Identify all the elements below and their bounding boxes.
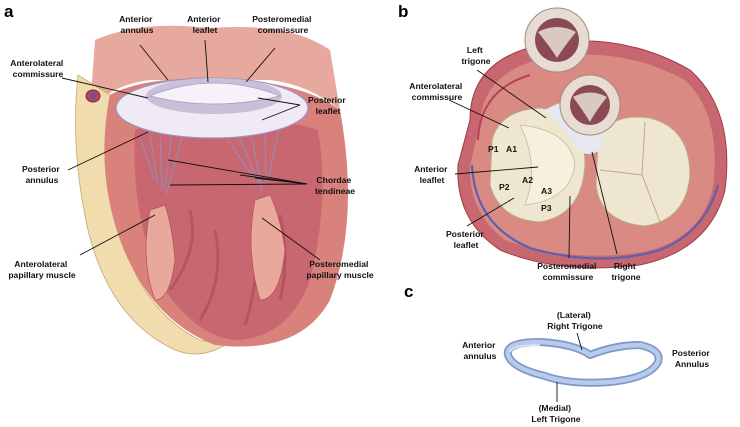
label-a-anterolateral-papillary-muscle: Anterolateral papillary muscle — [8, 259, 76, 280]
panel-letter-c: c — [404, 282, 413, 301]
panel-a: a — [4, 2, 374, 355]
panel-b: b P1 A1 A2 P2 — [398, 2, 728, 282]
panel-letter-a: a — [4, 2, 14, 21]
label-b-left-trigone: Left trigone — [461, 45, 490, 66]
coronary-sinus-ring — [477, 74, 531, 141]
label-a-posteromedial-commissure: Posteromedial commissure — [252, 14, 314, 35]
label-c-lateral-right-trigone: (Lateral) Right Trigone — [547, 310, 603, 331]
label-b-posterior-leaflet: Posterior leaflet — [446, 229, 486, 250]
label-b-posteromedial-commissure: Posteromedial commissure — [537, 261, 599, 282]
segment-a1: A1 — [506, 144, 517, 154]
segment-p1: P1 — [488, 144, 499, 154]
mitral-anterior-leaflet-b — [519, 124, 576, 206]
trabeculae — [168, 209, 287, 326]
panel-c: c (Lateral) Right Trigone Anterior annul… — [404, 282, 712, 424]
label-a-anterior-leaflet: Anterior leaflet — [187, 14, 223, 35]
label-b-anterolateral-commissure: Anterolateral commissure — [409, 81, 464, 102]
label-c-medial-left-trigone: (Medial) Left Trigone — [531, 403, 580, 424]
label-c-posterior-annulus: Posterior Annulus — [672, 348, 712, 369]
tricuspid-valve-b — [595, 116, 691, 227]
annulus-ring-c — [503, 338, 663, 387]
segment-p2: P2 — [499, 182, 510, 192]
left-atrium-tissue — [90, 25, 340, 110]
panel-a-leader-lines — [61, 39, 321, 261]
label-a-chordae-tendineae: Chordae tendineae — [315, 175, 355, 196]
label-a-posterior-leaflet: Posterior leaflet — [308, 95, 348, 116]
panel-b-illustration — [457, 7, 728, 269]
segment-a2: A2 — [522, 175, 533, 185]
panel-b-leader-lines — [448, 69, 618, 259]
label-a-anterolateral-commissure: Anterolateral commissure — [10, 58, 65, 79]
panel-letter-b: b — [398, 2, 408, 21]
label-a-anterior-annulus: Anterior annulus — [119, 14, 155, 35]
posteromedial-papillary-muscle — [250, 194, 286, 301]
anterolateral-papillary-muscle — [145, 204, 176, 301]
segment-a3: A3 — [541, 186, 552, 196]
label-a-posteromedial-papillary-muscle: Posteromedial papillary muscle — [306, 259, 374, 280]
coronary-artery-ring — [470, 164, 720, 260]
label-b-anterior-leaflet: Anterior leaflet — [414, 164, 450, 185]
label-a-posterior-annulus: Posterior annulus — [22, 164, 62, 185]
panel-a-illustration — [75, 25, 348, 355]
anterior-leaflet-shape — [148, 82, 282, 105]
segment-p3: P3 — [541, 203, 552, 213]
label-b-right-trigone: Right trigone — [611, 261, 640, 282]
label-c-anterior-annulus: Anterior annulus — [462, 340, 498, 361]
